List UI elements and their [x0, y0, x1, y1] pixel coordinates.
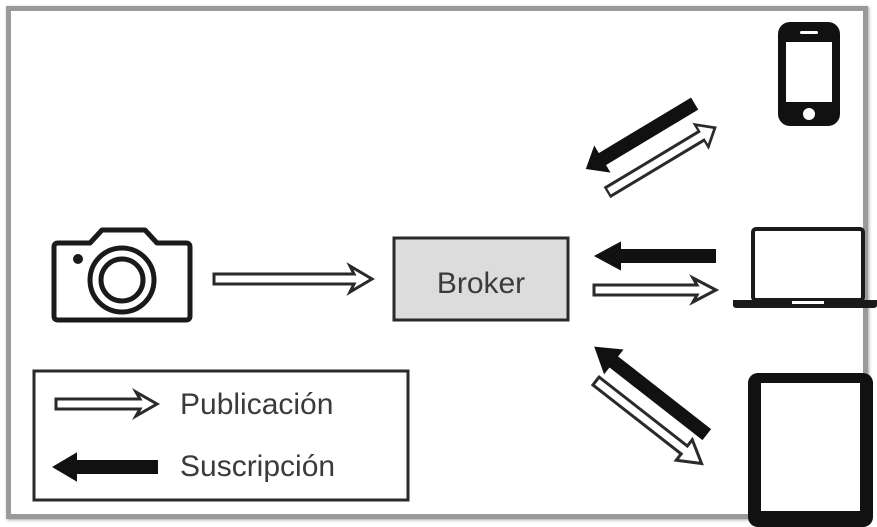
legend-publish-arrow [54, 387, 161, 421]
broker-label: Broker [437, 267, 525, 300]
publish-arrow-camera-to-broker [212, 262, 375, 296]
publish-arrow-laptop [592, 274, 720, 306]
publish-arrow-tablet [590, 374, 704, 466]
camera-icon [51, 227, 193, 323]
broker-box: Broker [392, 236, 570, 322]
laptop-icon [733, 227, 877, 308]
legend-subscribe-arrow [52, 452, 158, 482]
legend: Publicación Suscripción [32, 369, 410, 502]
legend-subscribe-label: Suscripción [180, 450, 335, 483]
smartphone-icon [778, 22, 840, 126]
subscribe-arrow-laptop [593, 241, 716, 271]
subscribe-arrow-tablet [594, 346, 712, 441]
tablet-icon [748, 373, 873, 527]
legend-publish-label: Publicación [180, 388, 333, 421]
